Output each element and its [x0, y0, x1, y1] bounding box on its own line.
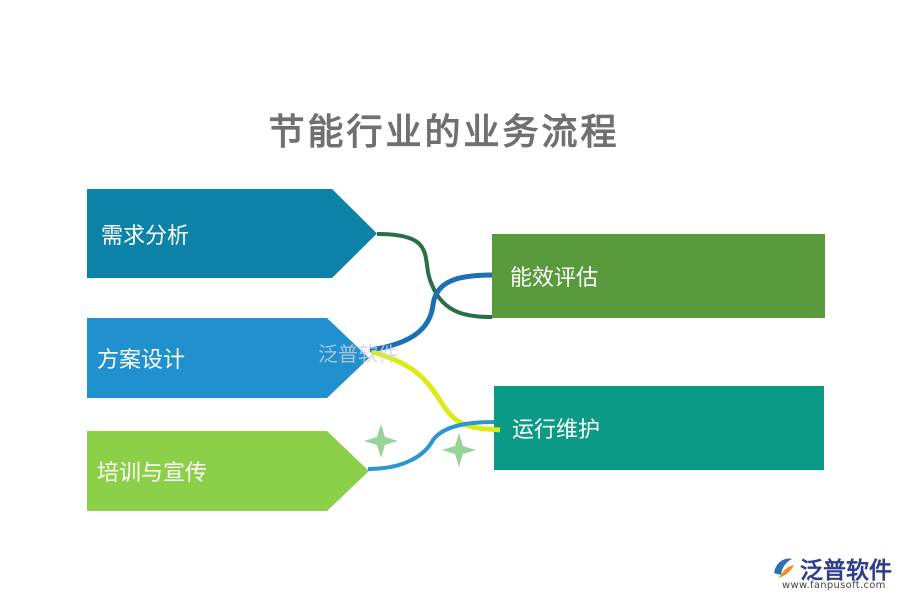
brand-url: www.fanpusoft.com	[782, 580, 886, 591]
node-operation-maintenance: 运行维护	[494, 386, 824, 470]
node-training-promotion: 培训与宣传	[87, 431, 369, 511]
node-energy-assessment: 能效评估	[492, 234, 825, 318]
node-label: 运行维护	[512, 418, 601, 443]
sparkle-icon	[364, 424, 398, 458]
sparkle-icon	[442, 433, 476, 467]
node-label: 需求分析	[101, 223, 190, 249]
node-shape	[87, 431, 369, 511]
watermark: 泛普软件	[318, 342, 398, 366]
connector-demand-to-assessment	[376, 232, 493, 319]
brand-logo: 泛普软件	[770, 551, 892, 585]
page-title: 节能行业的业务流程	[268, 112, 620, 153]
connector-training-to-maintenance	[367, 420, 495, 471]
node-shape	[87, 189, 377, 278]
node-demand-analysis: 需求分析	[87, 189, 377, 278]
brand-logo-icon	[774, 558, 794, 578]
node-label: 能效评估	[510, 266, 599, 291]
node-label: 方案设计	[97, 348, 186, 373]
node-shape	[87, 318, 369, 398]
node-label: 培训与宣传	[97, 461, 208, 486]
brand-name: 泛普软件	[800, 558, 892, 584]
node-solution-design: 方案设计	[87, 318, 369, 398]
